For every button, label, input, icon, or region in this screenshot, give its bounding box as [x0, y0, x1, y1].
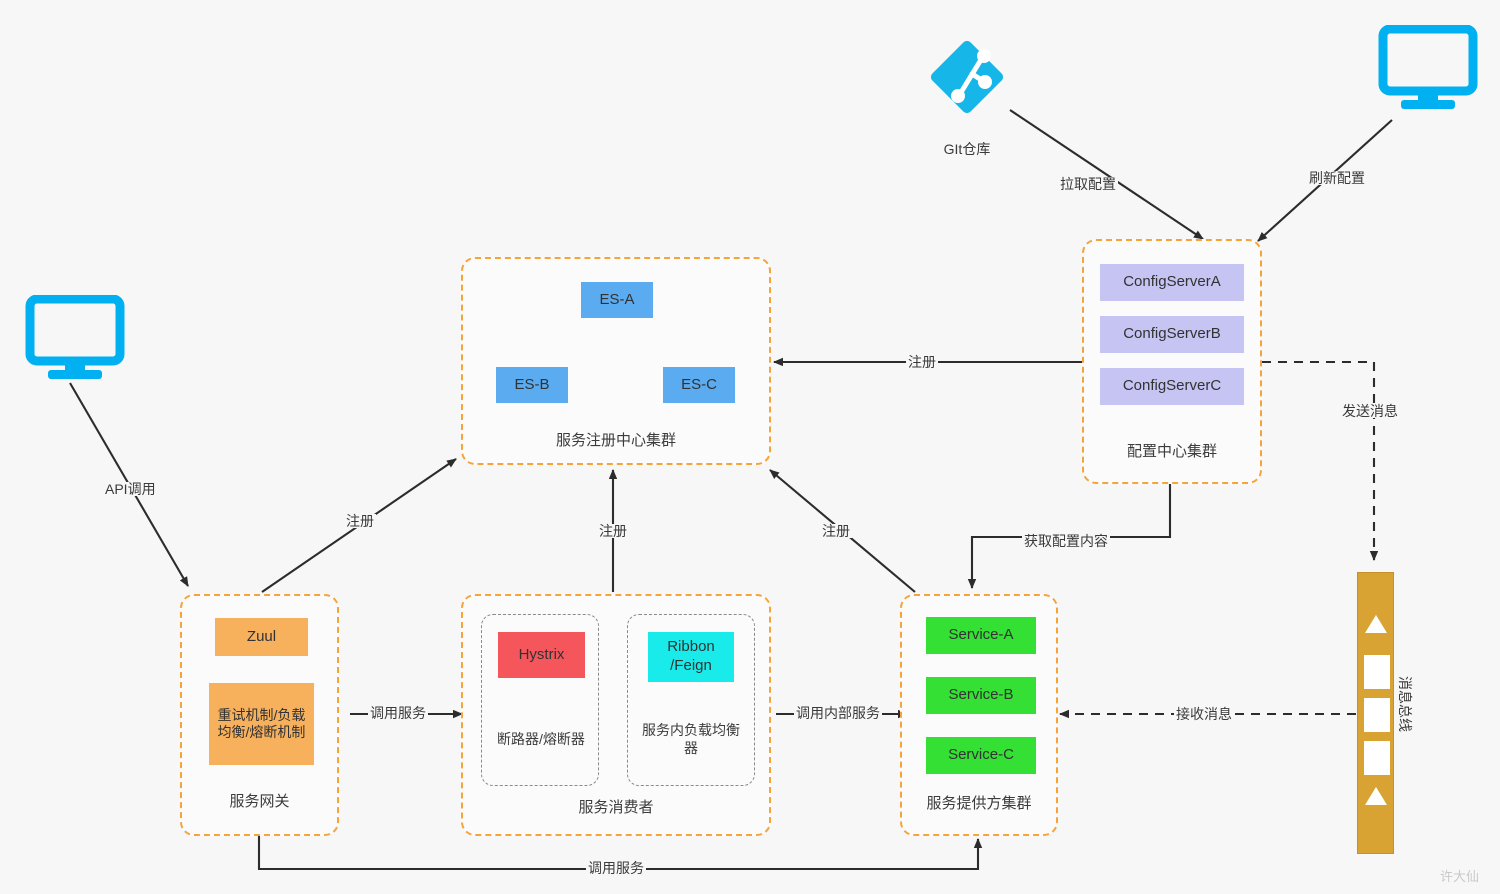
- subcluster-ribbon-feign: Ribbon /Feign 服务内负载均衡器: [627, 614, 755, 786]
- node-service-b[interactable]: Service-B: [926, 677, 1036, 714]
- git-repository-icon: [922, 32, 1012, 122]
- cluster-config-center: ConfigServerA ConfigServerB ConfigServer…: [1082, 239, 1262, 484]
- bus-slot-2: [1364, 698, 1390, 732]
- subcluster-hystrix: Hystrix 断路器/熔断器: [481, 614, 599, 786]
- cluster-title-service-provider: 服务提供方集群: [926, 795, 1032, 812]
- watermark: 许大仙: [1440, 869, 1480, 884]
- edge-label-refresh-config: 刷新配置: [1307, 170, 1367, 186]
- bus-triangle-top: [1365, 615, 1387, 633]
- node-config-server-c[interactable]: ConfigServerC: [1100, 368, 1244, 405]
- edge-label-api-call: API调用: [103, 481, 158, 497]
- node-gateway-features[interactable]: 重试机制/负载均衡/熔断机制: [209, 683, 314, 765]
- caption-ribbon-feign: 服务内负载均衡器: [640, 711, 742, 767]
- node-config-server-b[interactable]: ConfigServerB: [1100, 316, 1244, 353]
- node-zuul[interactable]: Zuul: [215, 618, 308, 656]
- edge-label-provider-register: 注册: [820, 523, 852, 539]
- edge-label-receive-message: 接收消息: [1174, 706, 1234, 722]
- monitor-icon-left-client: [25, 294, 125, 385]
- caption-hystrix: 断路器/熔断器: [490, 711, 592, 767]
- message-bus[interactable]: [1357, 572, 1394, 854]
- edge-label-gateway-register: 注册: [344, 513, 376, 529]
- edge-label-config-register: 注册: [906, 354, 938, 370]
- edge-label-call-internal-service: 调用内部服务: [794, 705, 882, 721]
- node-es-a[interactable]: ES-A: [581, 282, 653, 318]
- node-es-c[interactable]: ES-C: [663, 367, 735, 403]
- edge-label-send-message: 发送消息: [1340, 403, 1400, 419]
- bus-triangle-bottom: [1365, 787, 1387, 805]
- node-hystrix[interactable]: Hystrix: [498, 632, 585, 678]
- edge-label-pull-config: 拉取配置: [1058, 176, 1118, 192]
- node-es-b[interactable]: ES-B: [496, 367, 568, 403]
- node-ribbon-feign-line1: Ribbon: [667, 638, 715, 656]
- cluster-title-service-registry: 服务注册中心集群: [555, 432, 676, 449]
- node-config-server-a[interactable]: ConfigServerA: [1100, 264, 1244, 301]
- monitor-icon-right-client: [1378, 24, 1478, 115]
- bus-slot-3: [1364, 741, 1390, 775]
- cluster-title-service-consumer: 服务消费者: [578, 799, 654, 816]
- node-ribbon-feign[interactable]: Ribbon /Feign: [648, 632, 734, 682]
- bus-slot-1: [1364, 655, 1390, 689]
- node-service-c[interactable]: Service-C: [926, 737, 1036, 774]
- cluster-service-consumer: Hystrix 断路器/熔断器 Ribbon /Feign 服务内负载均衡器 服…: [461, 594, 771, 836]
- edge-label-call-service-bottom: 调用服务: [586, 860, 646, 876]
- cluster-service-registry: ES-A ES-B ES-C 服务注册中心集群: [461, 257, 771, 465]
- node-ribbon-feign-line2: /Feign: [670, 657, 712, 674]
- cluster-service-gateway: Zuul 重试机制/负载均衡/熔断机制 服务网关: [180, 594, 339, 836]
- edge-label-fetch-config: 获取配置内容: [1022, 533, 1110, 549]
- cluster-title-config-center: 配置中心集群: [1126, 443, 1217, 460]
- git-repository-label: GIt仓库: [943, 141, 991, 157]
- cluster-service-provider: Service-A Service-B Service-C 服务提供方集群: [900, 594, 1058, 836]
- node-service-a[interactable]: Service-A: [926, 617, 1036, 654]
- edge-label-consumer-register: 注册: [597, 523, 629, 539]
- cluster-title-service-gateway: 服务网关: [229, 793, 290, 810]
- message-bus-label: 消息总线: [1397, 676, 1413, 732]
- edge-label-call-service: 调用服务: [368, 705, 428, 721]
